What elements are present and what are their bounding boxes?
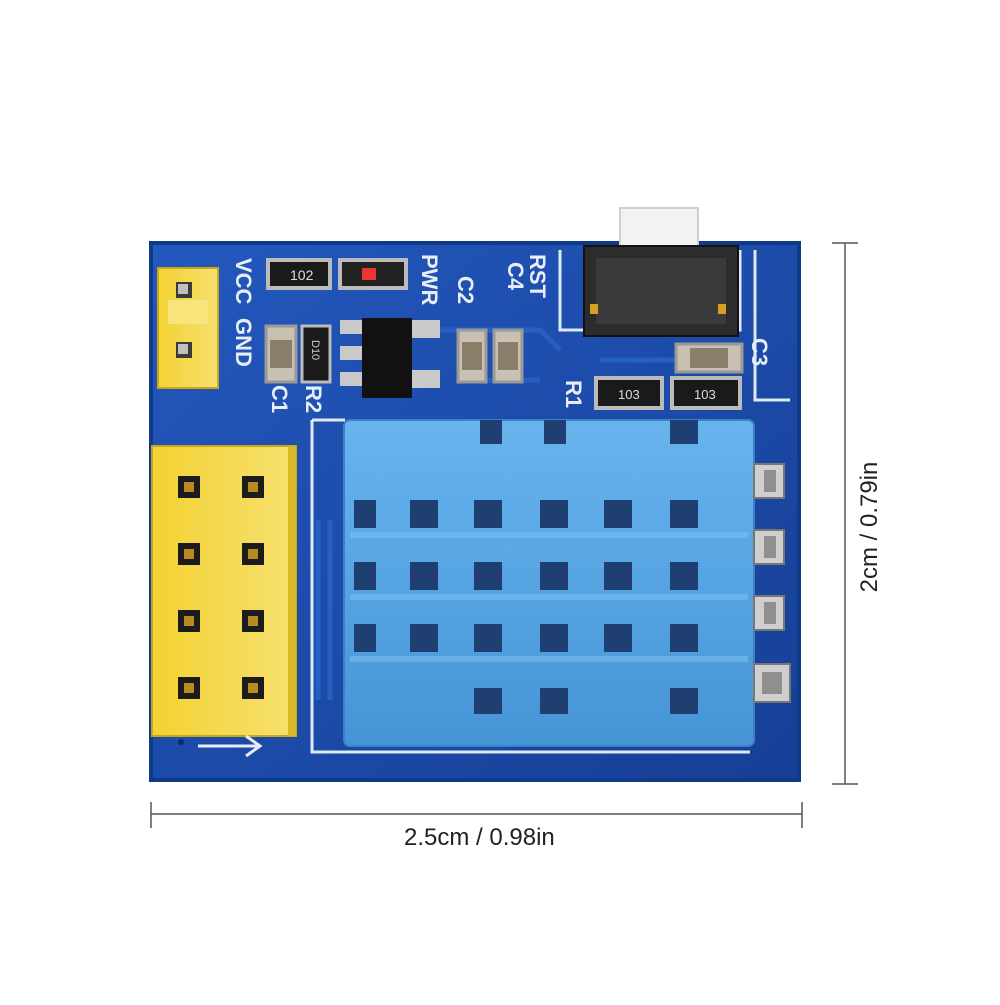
height-dimension-label: 2cm / 0.79in <box>856 461 883 593</box>
resistor-102-code: 102 <box>290 267 314 283</box>
label-vcc: VCC <box>231 258 256 305</box>
label-r2: R2 <box>301 385 326 413</box>
dht11-sensor <box>343 419 755 747</box>
power-led <box>338 258 408 290</box>
voltage-regulator-chip <box>340 318 440 398</box>
label-gnd: GND <box>231 318 256 367</box>
width-dimension-label: 2.5cm / 0.98in <box>404 824 555 851</box>
label-c4: C4 <box>503 262 528 291</box>
esp-socket-header <box>151 445 297 737</box>
label-c1: C1 <box>267 385 292 413</box>
resistor-r2: 103 <box>670 376 742 410</box>
sensor-pins <box>753 463 791 703</box>
silkscreen-labels: VCC GND PWR RST C4 C2 C1 R2 R1 C3 <box>231 254 772 413</box>
capacitor-c3 <box>674 342 744 374</box>
resistor-r1-code: 103 <box>618 387 640 402</box>
power-header <box>157 267 219 389</box>
label-c3: C3 <box>747 338 772 366</box>
resistor-102: 102 <box>266 258 332 290</box>
label-r1: R1 <box>561 380 586 408</box>
label-rst: RST <box>525 254 550 299</box>
label-pwr: PWR <box>417 254 442 305</box>
reset-button[interactable] <box>583 207 739 337</box>
dimension-lines <box>150 242 858 828</box>
capacitor-c4 <box>492 328 524 384</box>
diode-code: D10 <box>309 340 321 360</box>
resistor-r2-code: 103 <box>694 387 716 402</box>
sensor-grill <box>354 420 698 714</box>
resistor-r1: 103 <box>594 376 664 410</box>
capacitor-c1 <box>264 324 298 384</box>
diode-d10: D10 <box>300 324 332 384</box>
direction-arrow <box>198 734 263 758</box>
capacitor-c2 <box>456 328 488 384</box>
label-c2: C2 <box>453 276 478 304</box>
